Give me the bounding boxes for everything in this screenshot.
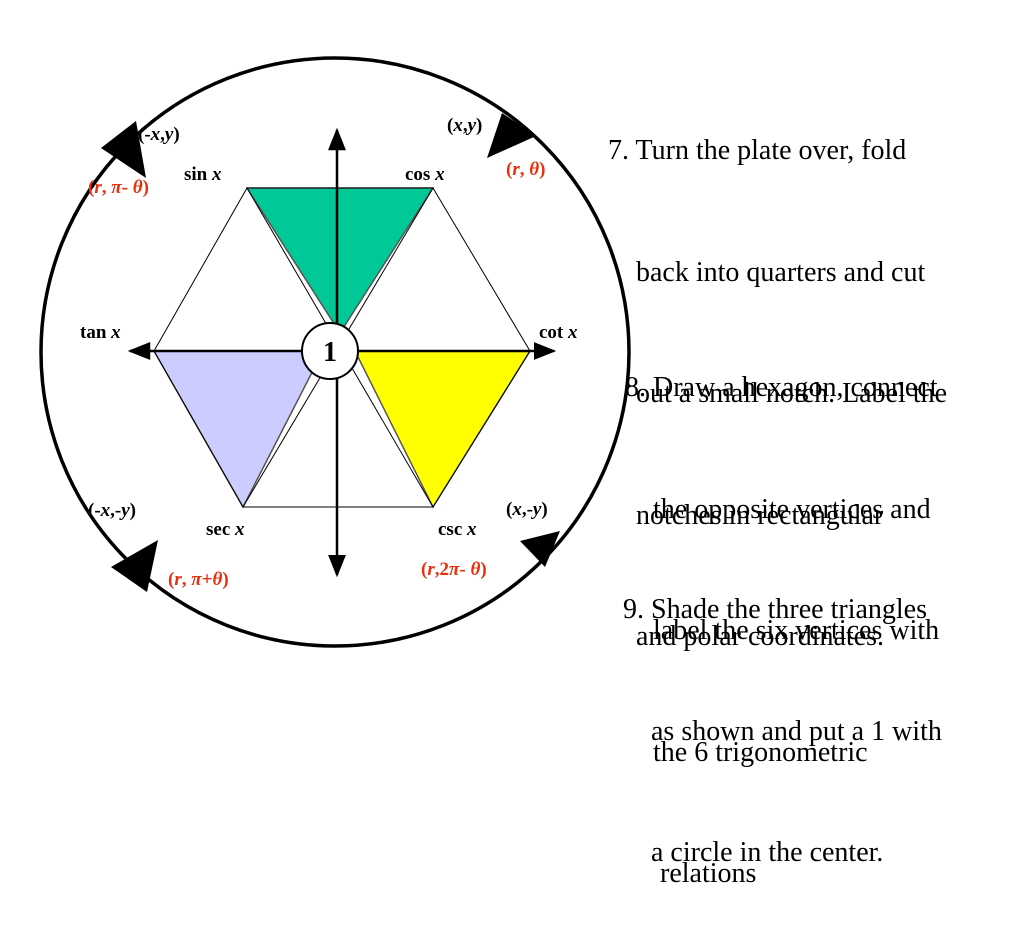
step-line: back into quarters and cut <box>608 256 926 288</box>
step-line: the opposite vertices and <box>625 493 931 525</box>
plate-circle <box>39 56 631 648</box>
label-cot: cot x <box>539 322 578 343</box>
notch-upper-right <box>487 113 536 158</box>
label-csc: csc x <box>438 519 477 540</box>
step-line: a circle in the center. <box>623 837 884 868</box>
polar-label-lower-left: (r, π+θ) <box>168 569 229 590</box>
polar-label-upper-right: (r, θ) <box>506 159 545 180</box>
rect-label-upper-right: (x,y) <box>447 115 482 136</box>
polar-label-lower-right: (r,2π- θ) <box>421 559 487 580</box>
step-line: 9. Shade the three triangles <box>623 594 928 625</box>
step-7-instructions: 7. Turn the plate over, fold back into q… <box>608 50 947 698</box>
label-tan: tan x <box>80 322 121 343</box>
step-9-instructions: 9. Shade the three triangles as shown an… <box>623 509 942 914</box>
step-line: out a small notch. Label the <box>608 378 948 409</box>
step-line: 7. Turn the plate over, fold <box>608 135 907 166</box>
step-8-instructions: 8. Draw a hexagon, connect the opposite … <box>625 287 939 935</box>
center-circle <box>301 322 359 380</box>
triangle-right-shaded <box>353 350 532 509</box>
label-sin: sin x <box>184 164 222 185</box>
trig-plate-diagram: 1 sin x cos x tan x cot x sec x csc x (-… <box>39 56 631 648</box>
step-line: notches in rectangular <box>608 499 884 531</box>
rect-label-upper-left: (-x,y) <box>138 124 180 145</box>
label-sec: sec x <box>206 519 245 540</box>
center-number: 1 <box>323 337 337 368</box>
rect-label-lower-left: (-x,-y) <box>88 500 136 521</box>
rect-label-lower-right: (x,-y) <box>506 499 548 520</box>
notch-lower-left <box>111 540 158 592</box>
polar-label-upper-left: (r, π- θ) <box>88 177 149 198</box>
step-line: 8. Draw a hexagon, connect <box>625 372 938 403</box>
step-line: and polar coordinates. <box>608 621 885 652</box>
triangle-left-shaded <box>152 350 325 509</box>
step-line: label the six vertices with <box>625 615 940 646</box>
notch-upper-left <box>101 121 146 178</box>
notch-lower-right <box>520 531 560 567</box>
step-line: as shown and put a 1 with <box>623 715 942 747</box>
label-cos: cos x <box>405 164 445 185</box>
triangle-top-shaded <box>245 187 435 335</box>
step-line: the 6 trigonometric <box>625 736 868 768</box>
